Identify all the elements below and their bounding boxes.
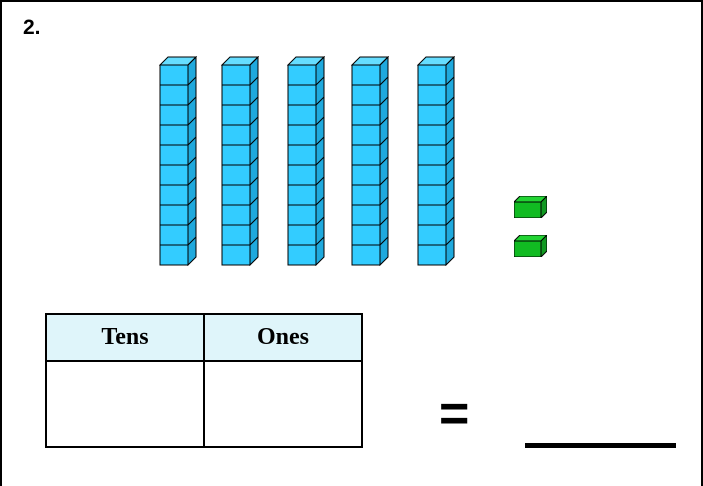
tens-header: Tens xyxy=(45,313,205,362)
tens-rod xyxy=(417,56,455,266)
tens-rod xyxy=(351,56,389,266)
ones-cube xyxy=(514,196,547,218)
problem-number: 2. xyxy=(23,16,41,39)
answer-blank-line[interactable] xyxy=(525,443,676,448)
tens-answer-cell[interactable] xyxy=(45,360,205,448)
ones-header: Ones xyxy=(203,313,363,362)
ones-cube xyxy=(514,235,547,257)
tens-rod xyxy=(221,56,259,266)
equals-sign: = xyxy=(439,385,470,443)
place-value-table: Tens Ones xyxy=(45,313,363,448)
ones-answer-cell[interactable] xyxy=(203,360,363,448)
tens-rod xyxy=(159,56,197,266)
tens-rod xyxy=(287,56,325,266)
